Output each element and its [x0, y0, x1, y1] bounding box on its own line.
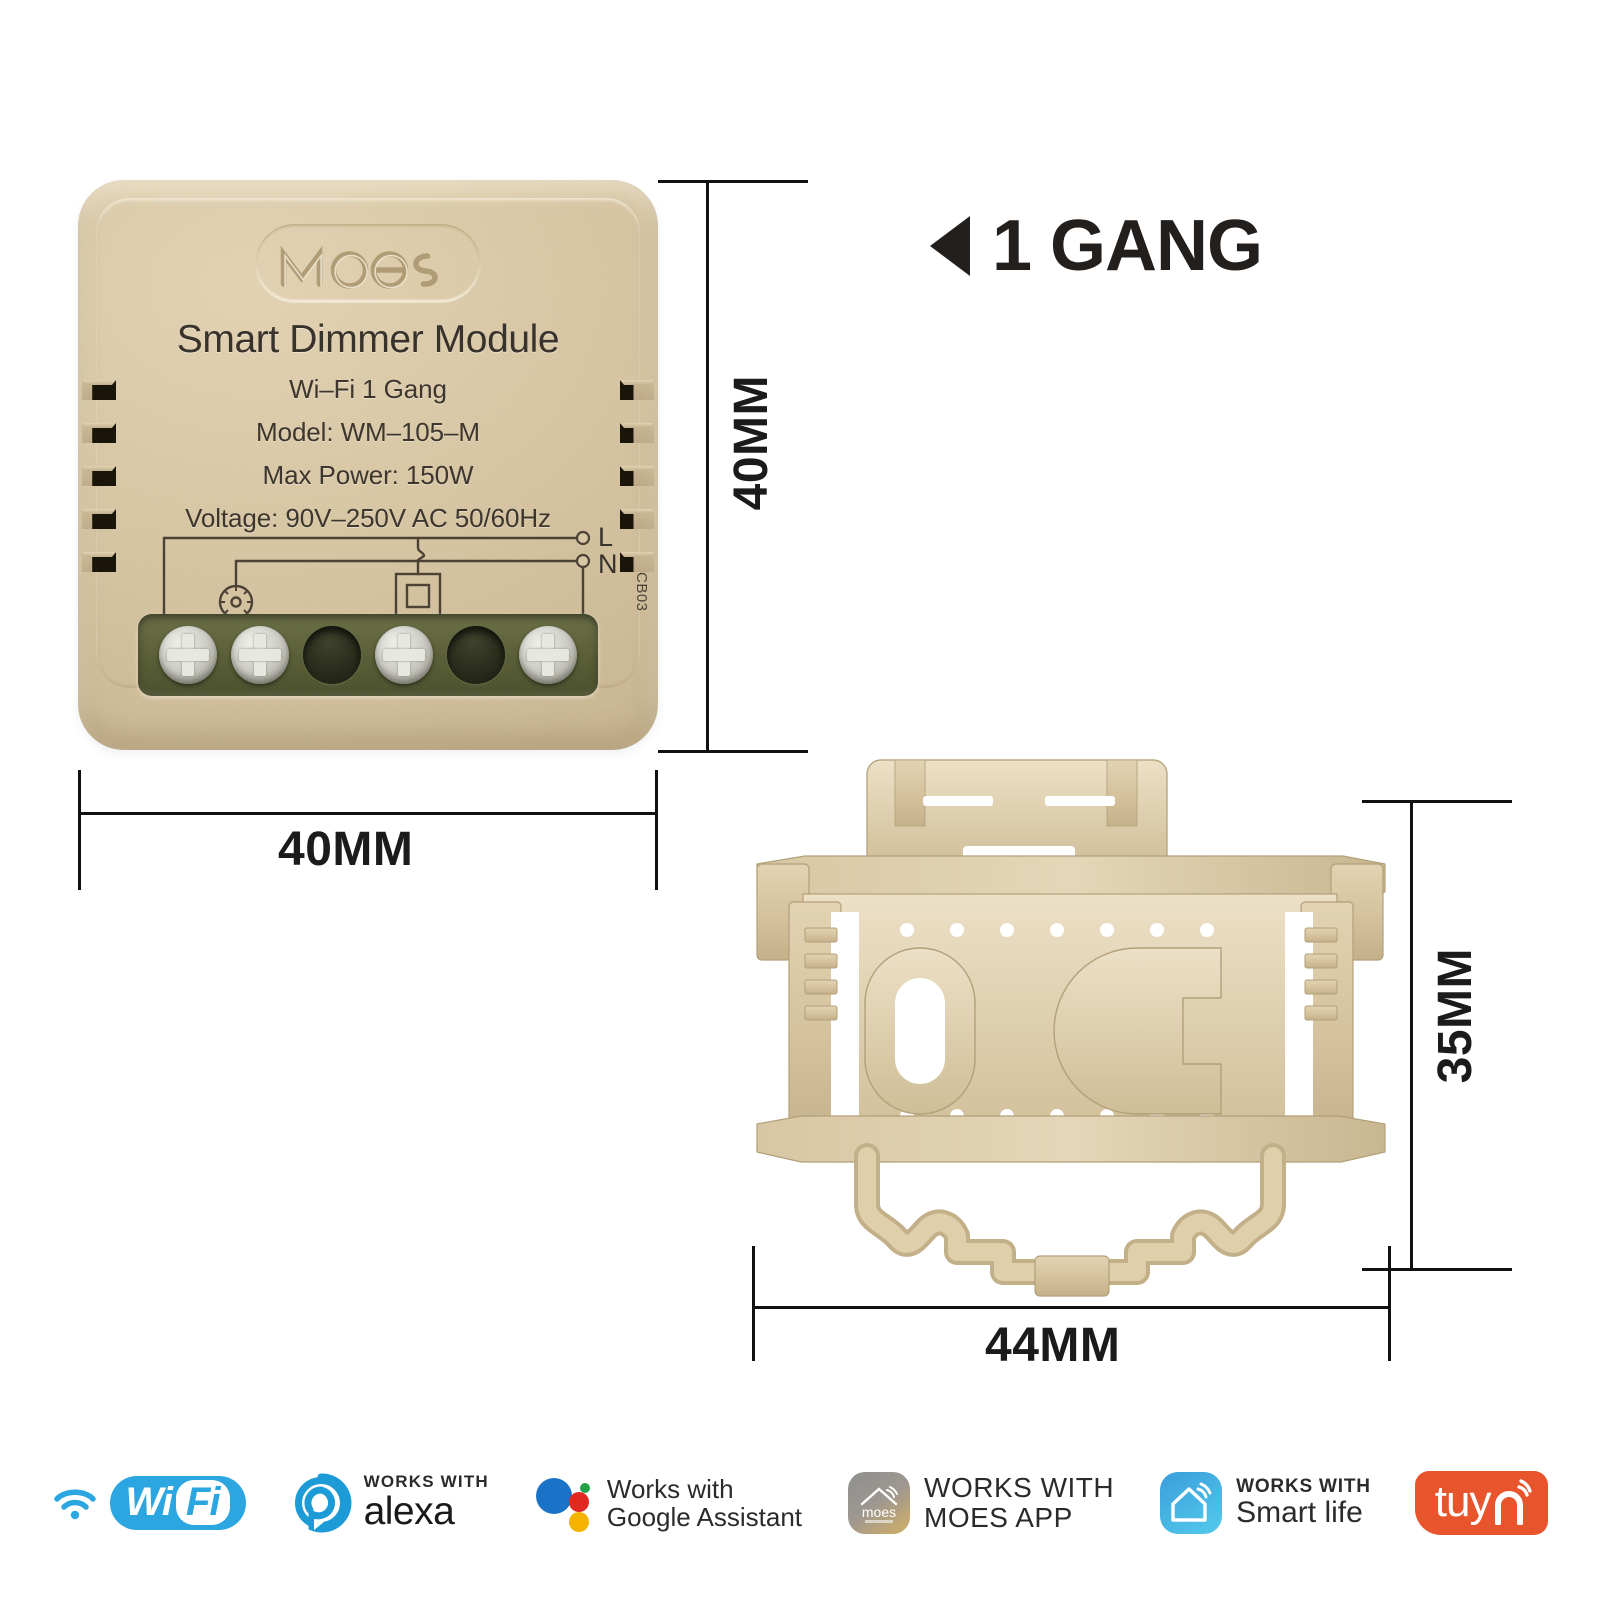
screw-terminal-block: [138, 614, 598, 696]
alexa-wordmark: alexa: [363, 1490, 455, 1534]
dim-line-module-width: [78, 812, 658, 815]
badge-alexa: WORKS WITH alexa: [268, 1472, 511, 1534]
wifi-signal-icon: [53, 1489, 96, 1520]
left-triangle-icon: [930, 216, 970, 276]
google-works-with-label: Works with: [606, 1473, 734, 1504]
badge-moes-app: moes WORKS WITH MOES APP: [824, 1470, 1136, 1536]
wifi-mark-fi: Fi: [176, 1480, 230, 1525]
tuya-wordmark: tuy: [1434, 1477, 1492, 1526]
moes-app-icon: moes: [848, 1472, 911, 1534]
alexa-ring-icon: [294, 1473, 352, 1533]
dim-label-module-width: 40MM: [278, 823, 414, 876]
vent-slots-left: [82, 380, 116, 595]
spec-model: Model: WM–105–M: [256, 417, 480, 447]
badge-google-assistant: Works with Google Assistant: [511, 1472, 824, 1534]
dim-tick-module-top: [658, 180, 808, 183]
spec-voltage: Voltage: 90V–250V AC 50/60Hz: [185, 503, 551, 533]
certification-code: CB03: [633, 572, 650, 612]
dim-line-bracket-height: [1410, 800, 1413, 1270]
gang-callout-label: 1 GANG: [992, 206, 1263, 286]
terminal-hole-1: [303, 626, 361, 684]
spec-connectivity: Wi–Fi 1 Gang: [289, 374, 447, 404]
dim-tick-bracket-bottom: [1362, 1268, 1512, 1271]
badge-wifi: Wi Fi: [30, 1476, 268, 1530]
badge-tuya: tuy: [1393, 1471, 1571, 1535]
dim-tick-bracket-top: [1362, 800, 1512, 803]
dim-label-bracket-width: 44MM: [985, 1319, 1121, 1372]
dim-line-module-height: [706, 180, 709, 750]
wifi-mark-wi: Wi: [125, 1480, 174, 1524]
compatibility-badge-row: Wi Fi WORKS WITH alexa: [0, 1448, 1600, 1558]
dim-label-module-height: 40MM: [725, 375, 778, 511]
vent-slots-right: [620, 380, 654, 595]
product-title: Smart Dimmer Module: [176, 318, 560, 361]
svg-text:L: L: [598, 522, 613, 552]
moes-app-wordmark: MOES APP: [924, 1502, 1073, 1533]
moes-embossed-logo: [256, 224, 481, 302]
dim-label-bracket-height: 35MM: [1429, 948, 1482, 1084]
moes-app-icon-text: moes: [862, 1504, 896, 1520]
tuya-wifi-icon: [1495, 1479, 1533, 1525]
dimmer-module-product-photo: Smart Dimmer Module Wi–Fi 1 Gang Model: …: [78, 180, 658, 750]
dim-tick-module-right: [655, 770, 658, 890]
terminal-screw-N: [519, 626, 577, 684]
google-assistant-wordmark: Google Assistant: [606, 1502, 803, 1532]
google-assistant-dots-icon: [535, 1478, 590, 1532]
badge-smart-life: WORKS WITH Smart life: [1136, 1470, 1393, 1536]
dim-tick-module-left: [78, 770, 81, 890]
gang-callout: 1 GANG: [930, 205, 1263, 287]
dim-tick-bracket-right: [1388, 1246, 1391, 1361]
svg-text:N: N: [598, 549, 618, 579]
spec-max-power: Max Power: 150W: [262, 460, 474, 490]
dim-line-bracket-width: [752, 1306, 1391, 1309]
terminal-screw-L1: [231, 626, 289, 684]
terminal-hole-2: [447, 626, 505, 684]
tuya-logo-box: tuy: [1414, 1471, 1549, 1535]
dim-tick-module-bottom: [658, 750, 808, 753]
terminal-screw-S1: [375, 626, 433, 684]
smart-life-wordmark: Smart life: [1236, 1496, 1363, 1530]
wifi-logo-pill: Wi Fi: [109, 1476, 246, 1530]
dim-tick-bracket-left: [752, 1246, 755, 1361]
smart-life-house-icon: [1160, 1472, 1223, 1534]
smartlife-works-with-label: WORKS WITH: [1236, 1475, 1371, 1497]
alexa-works-with-label: WORKS WITH: [363, 1471, 489, 1491]
terminal-screw-L: [159, 626, 217, 684]
mounting-bracket-photo: [745, 752, 1395, 1312]
moes-works-with-label: WORKS WITH: [924, 1471, 1115, 1503]
